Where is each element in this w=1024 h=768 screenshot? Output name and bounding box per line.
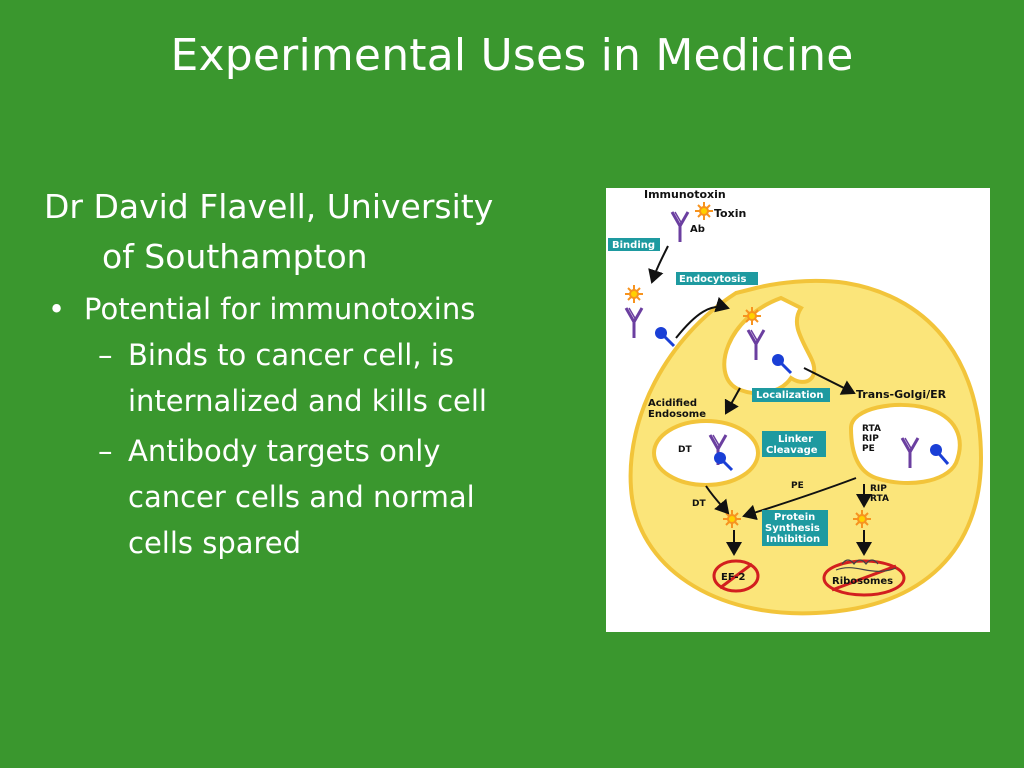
binding-label: Binding [612, 240, 655, 251]
arrow-dt [705, 485, 730, 515]
localization-label: Localization [756, 390, 824, 401]
pe-arrow-label: PE [791, 481, 804, 491]
arrow-to-golgi [803, 367, 856, 395]
protein-label-line-1: Protein [774, 512, 815, 523]
binding-label-box [608, 238, 660, 251]
arrow-to-endosome [724, 387, 741, 415]
bullet-marker: • [48, 292, 66, 326]
lead-line-1: Dr David Flavell, University [44, 187, 494, 226]
linker-label-line-1: Linker [778, 434, 813, 445]
localization-label-box [752, 388, 830, 402]
linker-label-box [762, 431, 826, 457]
acidified-label-line-1: Acidified [648, 398, 697, 409]
rta-label: RTA [862, 424, 881, 434]
arrow-endocytosis [675, 296, 730, 339]
protein-label-line-2: Synthesis [765, 523, 820, 534]
sub-bullet-2-line-1: Antibody targets only [128, 434, 441, 468]
endocytosis-label-box [676, 272, 758, 285]
sub-bullet-1-line-1: Binds to cancer cell, is [128, 338, 454, 372]
linker-label-line-2: Cleavage [766, 445, 818, 456]
toxin-icon [694, 201, 714, 221]
protein-label-line-3: Inhibition [766, 534, 820, 545]
lead-line-2: of Southampton [102, 237, 368, 276]
sub-bullet-2: – Antibody targets only cancer cells and… [98, 428, 564, 566]
ribosomes-label: Ribosomes [832, 576, 893, 587]
rip-label: RIP [862, 434, 879, 444]
endocytosis-label: Endocytosis [679, 274, 746, 285]
acidified-endosome [652, 419, 760, 487]
dt-arrow-label: DT [692, 499, 706, 509]
antibody-icon [624, 306, 644, 340]
ab-label: Ab [690, 224, 705, 235]
toxin-icon [624, 284, 644, 304]
trans-golgi-label: Trans-Golgi/ER [856, 388, 947, 401]
receptor-icon [774, 356, 793, 375]
rta-arrow-label: RTA [870, 494, 889, 504]
slide-body: Dr David Flavell, University of Southamp… [44, 182, 564, 566]
sub-bullet-2-line-3: cells spared [128, 526, 302, 560]
toxin-label: Toxin [714, 207, 746, 220]
pe-label: PE [862, 444, 875, 454]
antibody-icon [670, 210, 690, 244]
receptor-icon [656, 328, 676, 348]
ef2-label: EF-2 [721, 572, 746, 583]
rip-arrow-label: RIP [870, 484, 887, 494]
receptor-icon [932, 447, 950, 465]
bullet-item: • Potential for immunotoxins [44, 290, 564, 328]
arrow-binding [648, 245, 669, 284]
dt-label: DT [678, 445, 692, 455]
slide-title: Experimental Uses in Medicine [170, 30, 854, 81]
mrna-icon [835, 559, 897, 572]
sub-bullet-1-line-2: internalized and kills cell [128, 384, 487, 418]
immunotoxin-label: Immunotoxin [644, 188, 726, 201]
diagram-svg: Binding Endocytosis Localization Linker … [608, 188, 984, 616]
immunotoxin-diagram: Binding Endocytosis Localization Linker … [606, 188, 990, 632]
acidified-label-line-2: Endosome [648, 409, 706, 420]
sub-bullet-1: – Binds to cancer cell, is internalized … [98, 332, 564, 424]
bullet-text: Potential for immunotoxins [84, 292, 476, 326]
ef2-no-sign-icon [719, 562, 753, 590]
sub-bullet-2-line-2: cancer cells and normal [128, 480, 475, 514]
receptor-icon [716, 454, 734, 472]
lead-paragraph: Dr David Flavell, University of Southamp… [44, 182, 564, 282]
protein-synthesis-label-box [762, 510, 828, 546]
sub-bullet-marker: – [98, 338, 113, 372]
sub-bullet-marker: – [98, 434, 113, 468]
ribosomes-no-sign-icon [831, 564, 897, 592]
arrow-pe [742, 477, 857, 521]
